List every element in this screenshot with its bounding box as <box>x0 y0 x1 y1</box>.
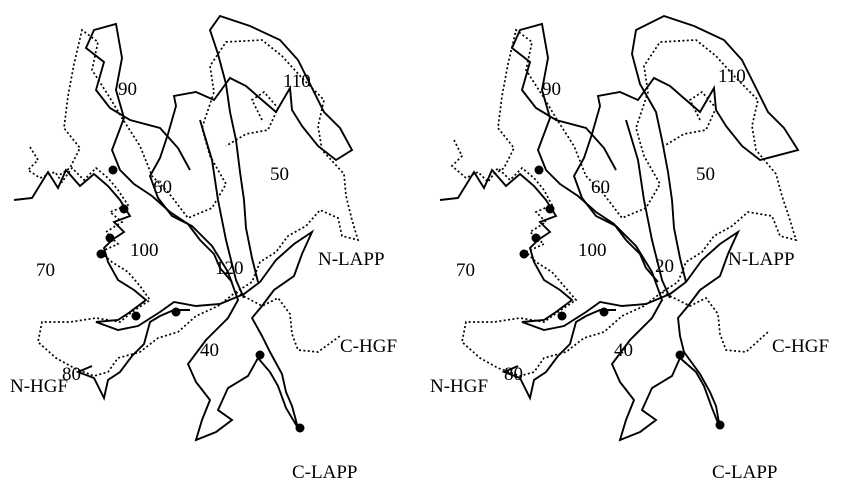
residue-label-60: 60 <box>153 177 172 198</box>
residue-dot <box>676 351 685 360</box>
residue-dot <box>600 308 609 317</box>
hgf-inner-dotted <box>664 92 716 146</box>
residue-label-120: 120 <box>215 258 244 279</box>
residue-dot <box>109 166 118 175</box>
residue-label-40: 40 <box>200 340 219 361</box>
residue-label-110: 110 <box>283 71 311 92</box>
residue-label-100: 100 <box>578 240 607 261</box>
terminus-label-c-hgf: C-HGF <box>340 336 397 357</box>
residue-dot <box>535 166 544 175</box>
residue-label-100: 100 <box>130 240 159 261</box>
terminus-label-n-lapp: N-LAPP <box>728 249 795 270</box>
lapp-n-terminal-solid <box>78 310 190 398</box>
terminus-label-c-lapp: C-LAPP <box>712 462 777 483</box>
residue-dot <box>558 312 567 321</box>
residue-dot <box>97 250 106 259</box>
residue-dot <box>532 234 541 243</box>
terminus-label-c-lapp: C-LAPP <box>292 462 357 483</box>
residue-dot <box>520 250 529 259</box>
residue-label-70: 70 <box>456 260 475 281</box>
residue-label-90: 90 <box>542 79 561 100</box>
hgf-c-terminal-dotted <box>236 292 340 352</box>
terminus-label-n-hgf: N-HGF <box>10 376 68 397</box>
residue-dot <box>106 234 115 243</box>
hgf-inner-dotted <box>226 92 278 146</box>
residue-dot <box>716 421 725 430</box>
residue-label-70: 70 <box>36 260 55 281</box>
residue-label-120: 20 <box>655 256 674 277</box>
residue-dot <box>296 424 305 433</box>
residue-label-90: 90 <box>118 79 137 100</box>
residue-label-50: 50 <box>696 164 715 185</box>
residue-label-60: 60 <box>591 177 610 198</box>
residue-label-80: 80 <box>504 364 523 385</box>
residue-dot <box>546 205 555 214</box>
terminus-label-n-lapp: N-LAPP <box>318 249 385 270</box>
residue-dot <box>172 308 181 317</box>
terminus-label-c-hgf: C-HGF <box>772 336 829 357</box>
terminus-label-n-hgf: N-HGF <box>430 376 488 397</box>
residue-dot <box>256 351 265 360</box>
right-stereo-view: 90 110 60 50 100 70 20 40 80 N-LAPP C-HG… <box>430 16 829 483</box>
residue-label-40: 40 <box>614 340 633 361</box>
residue-label-110: 110 <box>718 66 746 87</box>
residue-label-50: 50 <box>270 164 289 185</box>
left-stereo-view: 90 110 60 50 100 70 120 40 80 N-LAPP C-H… <box>10 16 397 483</box>
residue-dot <box>132 312 141 321</box>
residue-dot <box>120 205 129 214</box>
